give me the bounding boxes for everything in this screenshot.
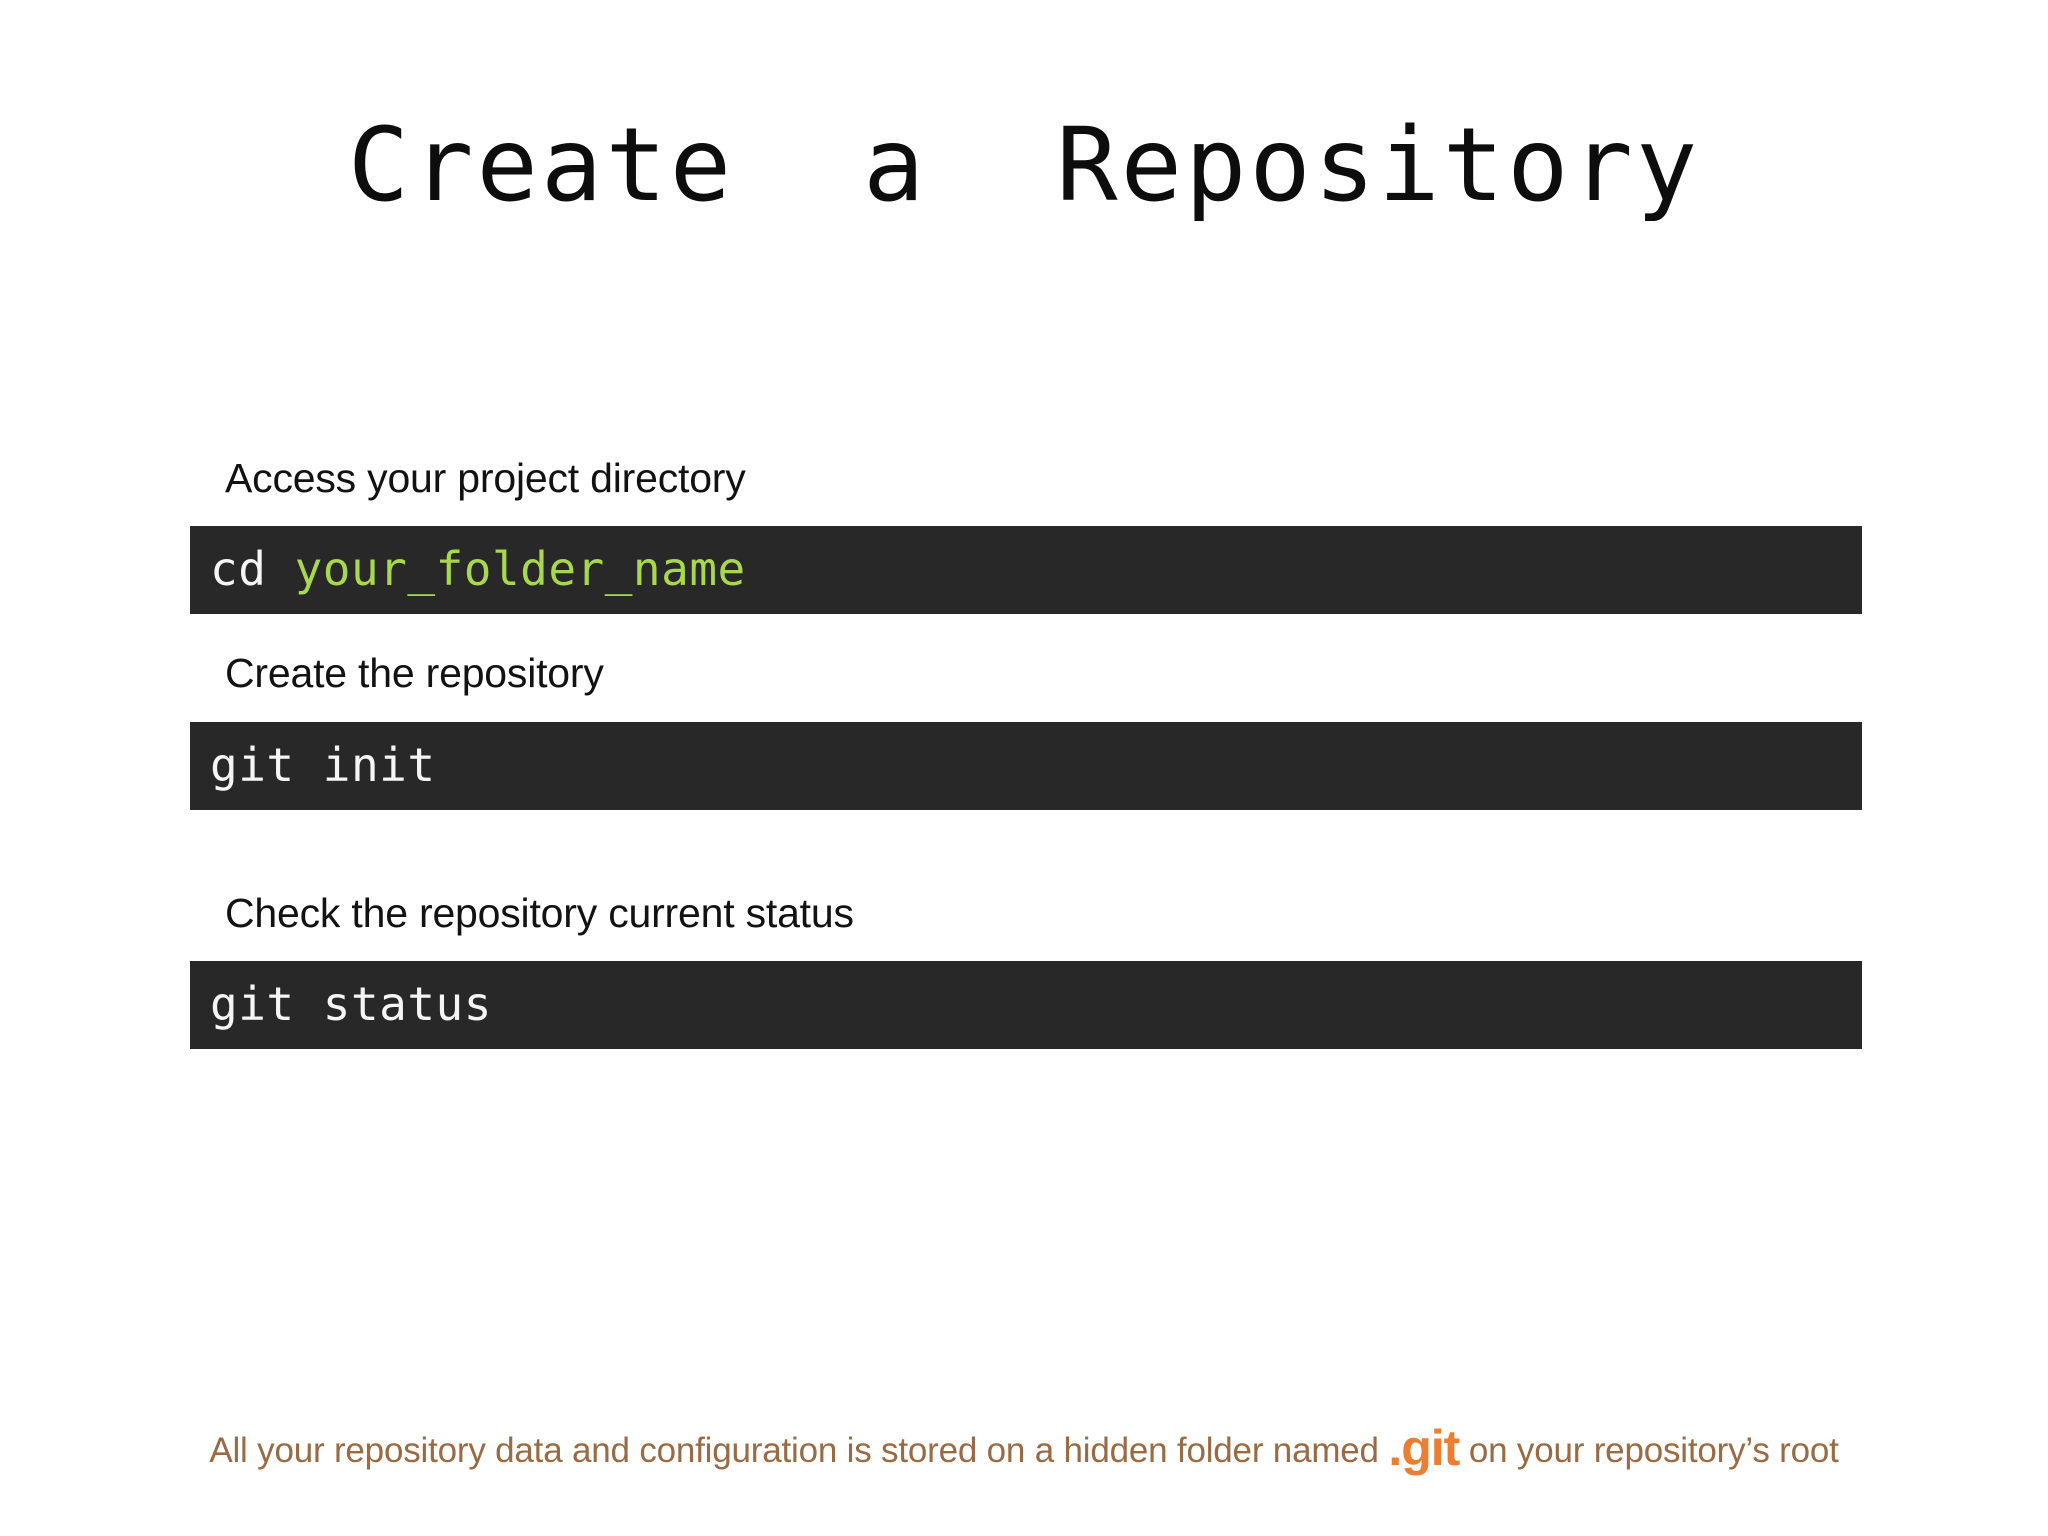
step-label-access-directory: Access your project directory (225, 455, 746, 501)
code-command-git-status: git status (210, 976, 492, 1031)
code-block-git-init[interactable]: git init (190, 721, 1862, 810)
step-access-directory: Access your project directory cd your_fo… (190, 455, 1862, 615)
spacer (190, 810, 1862, 890)
footer-text-after: on your repository’s root (1459, 1431, 1839, 1470)
code-block-git-status[interactable]: git status (190, 960, 1862, 1050)
spacer (190, 698, 1862, 722)
spacer (190, 502, 1862, 526)
steps-container: Access your project directory cd your_fo… (190, 455, 1862, 1050)
code-command-cd: cd (210, 542, 295, 597)
step-label-check-status: Check the repository current status (225, 889, 854, 936)
step-label-create-repository: Create the repository (225, 650, 604, 697)
code-command-git-init: git init (210, 737, 436, 792)
spacer (190, 937, 1862, 961)
footer-accent-git: .git (1388, 1420, 1460, 1476)
page-title: Create a Repository (347, 106, 1701, 225)
step-create-repository: Create the repository git init (190, 650, 1862, 810)
spacer (190, 614, 1862, 650)
step-check-status: Check the repository current status git … (190, 889, 1862, 1050)
footer-text-before: All your repository data and configurati… (209, 1431, 1389, 1470)
footer-note: All your repository data and configurati… (0, 1418, 2048, 1478)
code-block-cd[interactable]: cd your_folder_name (190, 526, 1862, 615)
code-argument-folder-name: your_folder_name (294, 542, 746, 597)
